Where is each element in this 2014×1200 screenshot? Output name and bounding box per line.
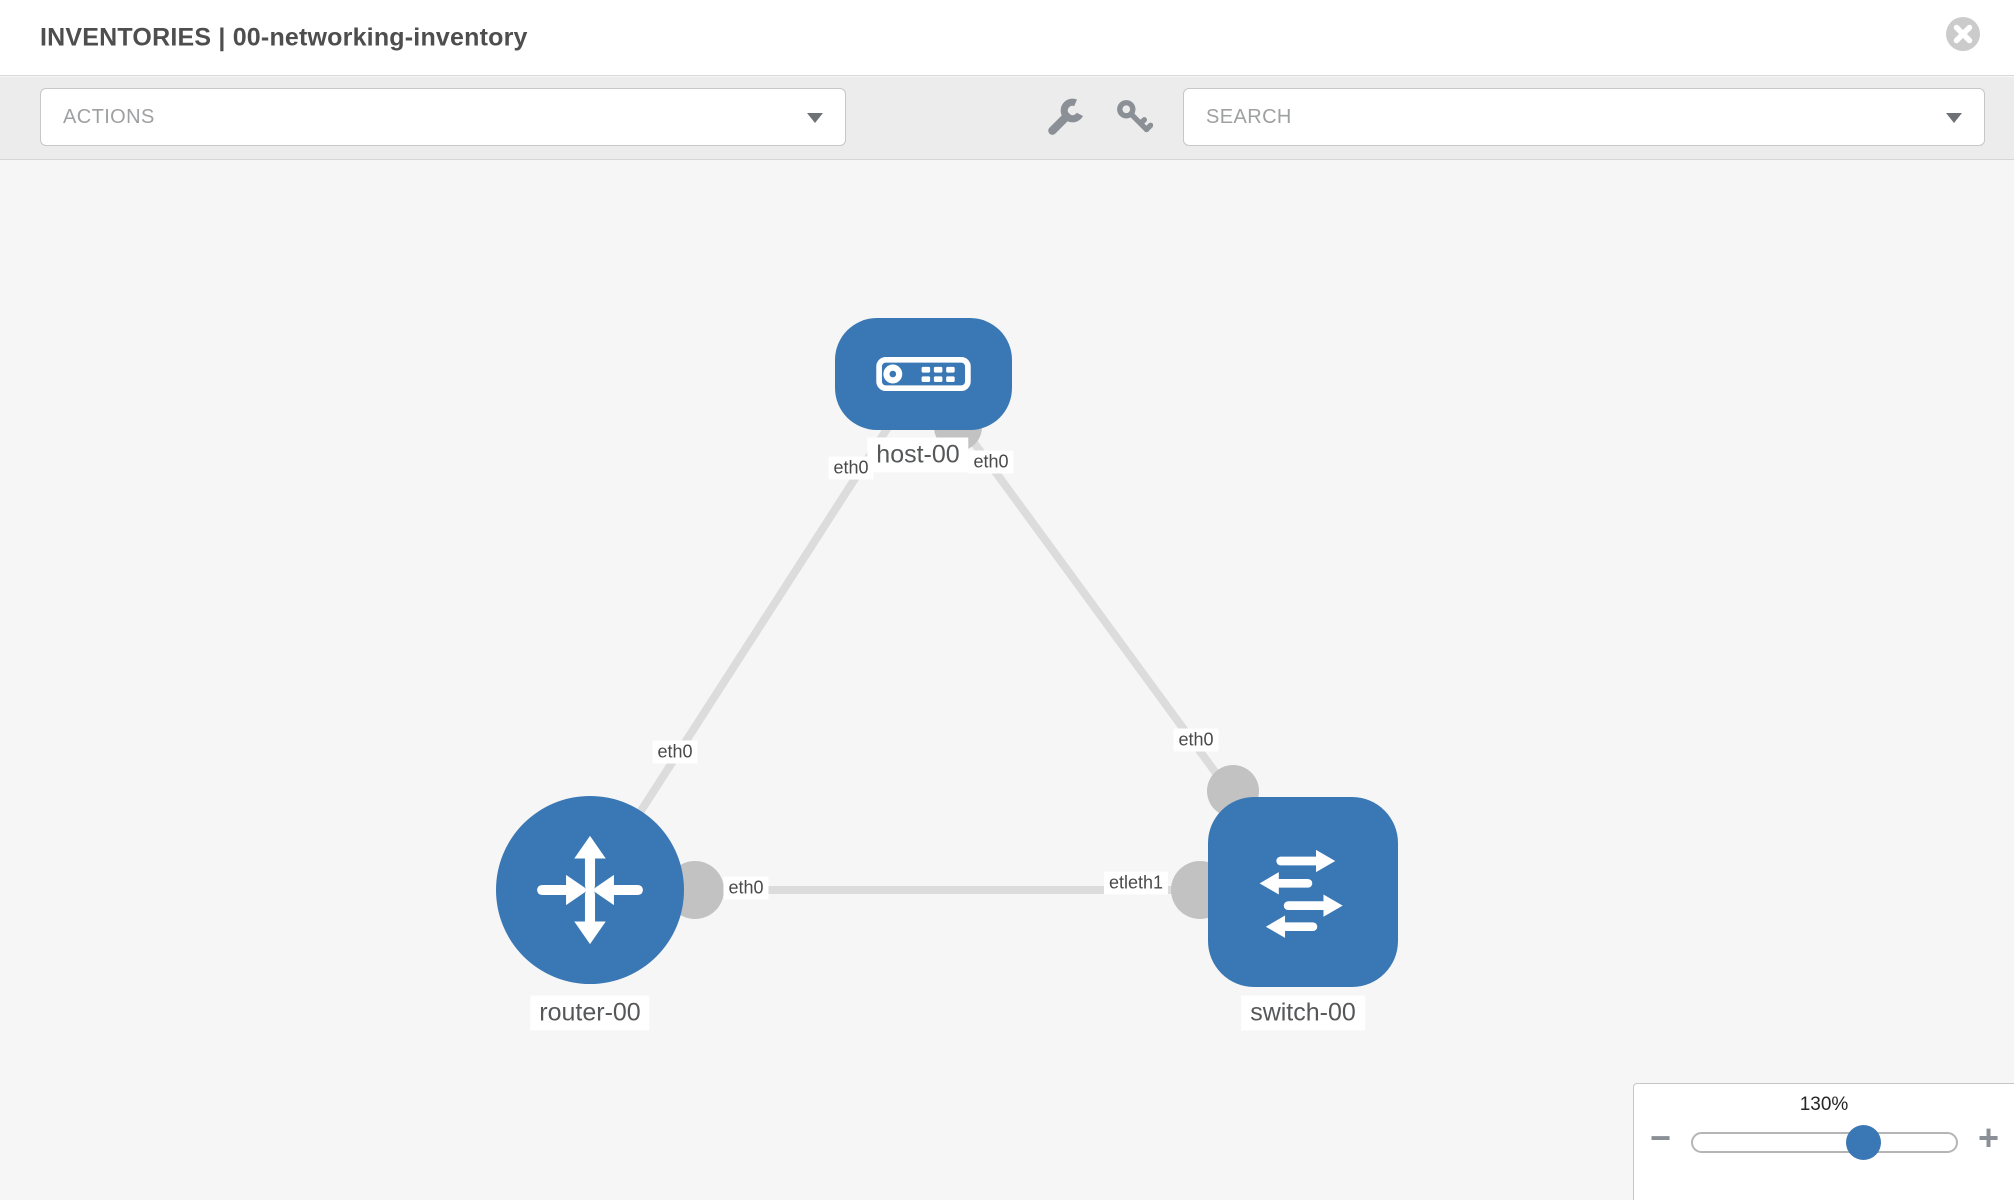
node-label-switch: switch-00 (1241, 995, 1365, 1031)
switch-icon (1259, 849, 1343, 938)
topology-links-layer (586, 369, 1307, 919)
iface-label-router-switch-right: etleth1 (1103, 871, 1169, 895)
credentials-button[interactable] (1115, 98, 1155, 138)
iface-label-router-switch-left: eth0 (723, 876, 769, 900)
node-label-host: host-00 (867, 437, 969, 473)
zoom-out-button[interactable]: − (1650, 1117, 1672, 1158)
key-icon (1117, 100, 1154, 133)
search-dropdown-label: SEARCH (1206, 105, 1292, 128)
page-title: INVENTORIES | 00-networking-inventory (40, 23, 528, 51)
iface-label-host-left: eth0 (828, 456, 874, 480)
wrench-icon (1048, 98, 1085, 135)
close-button[interactable] (1944, 15, 1982, 53)
zoom-slider-thumb[interactable] (1846, 1125, 1881, 1160)
router-icon (537, 835, 643, 945)
zoom-panel: 130% − + (1633, 1083, 2014, 1200)
iface-label-host-right: eth0 (968, 450, 1014, 474)
chevron-down-icon (1946, 113, 1962, 123)
configure-button[interactable] (1047, 98, 1087, 138)
zoom-slider-track[interactable] (1691, 1132, 1958, 1153)
actions-dropdown-label: ACTIONS (63, 105, 155, 128)
close-icon (1946, 17, 1980, 51)
node-host-00[interactable] (835, 318, 1012, 430)
chevron-down-icon (807, 113, 823, 123)
topology-canvas[interactable]: host-00 router-00 switch-00 eth0 eth0 et… (0, 161, 2014, 1200)
node-switch-00[interactable] (1208, 797, 1398, 987)
toolbar: ACTIONS SEARCH (0, 77, 2014, 160)
node-label-router: router-00 (530, 995, 650, 1031)
zoom-in-button[interactable]: + (1978, 1117, 2000, 1158)
actions-dropdown[interactable]: ACTIONS (40, 88, 846, 146)
zoom-level: 130% (1799, 1094, 1849, 1115)
iface-label-host-router-link: eth0 (652, 740, 698, 764)
node-router-00[interactable] (496, 796, 684, 984)
search-dropdown[interactable]: SEARCH (1183, 88, 1985, 146)
header: INVENTORIES | 00-networking-inventory (0, 0, 2014, 76)
iface-label-host-switch-link: eth0 (1173, 728, 1219, 752)
host-icon (876, 357, 971, 391)
